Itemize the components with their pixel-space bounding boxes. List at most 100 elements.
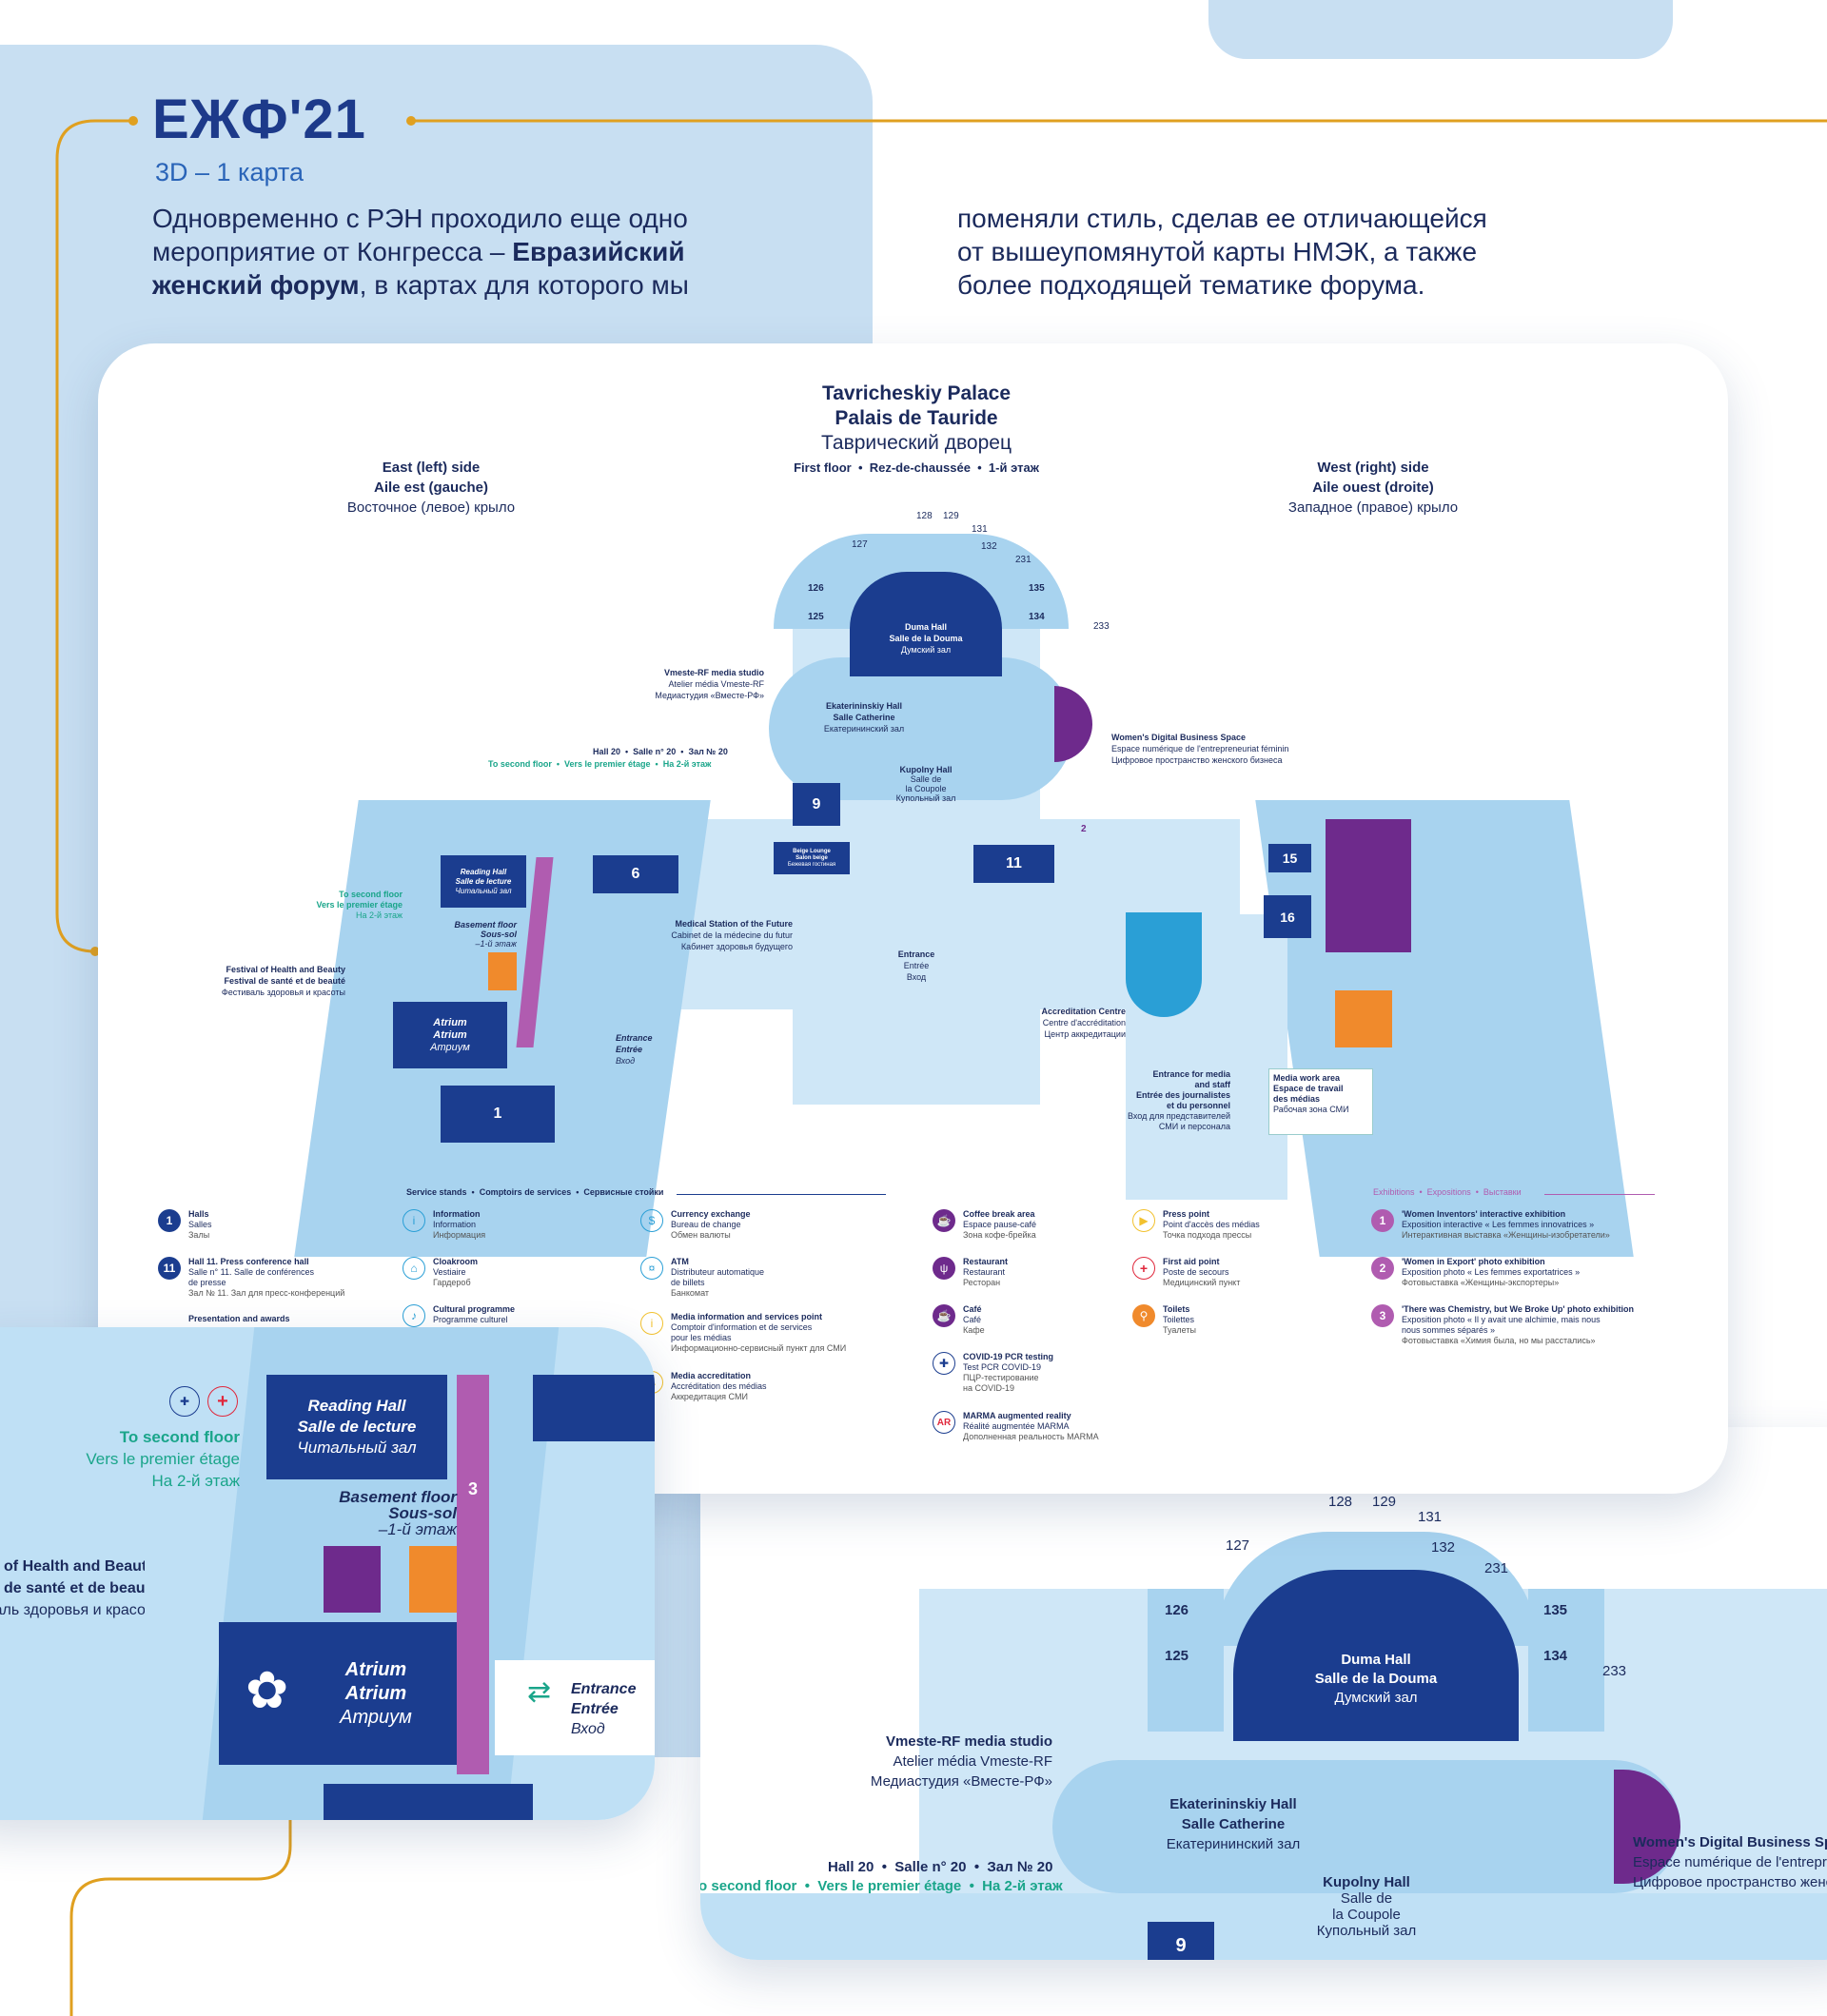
cloak-ru: Гардероб bbox=[433, 1278, 471, 1287]
entrance-center-fr: Entrée bbox=[903, 961, 930, 970]
marma-ru: Дополненная реальность MARMA bbox=[963, 1432, 1099, 1441]
atm-fr2: de billets bbox=[671, 1278, 705, 1287]
medical-ru: Кабинет здоровья будущего bbox=[680, 942, 793, 951]
beige-ru: Бежевая гостиная bbox=[787, 861, 836, 868]
vmeste-ru: Медиастудия «Вместе-РФ» bbox=[655, 691, 764, 700]
zoom-fest-en: Festival of Health and Beauty bbox=[0, 1558, 145, 1575]
cloak-fr: Vestiaire bbox=[433, 1267, 466, 1277]
media-ent-ru2: СМИ и персонала bbox=[1158, 1122, 1230, 1131]
zoom-ekat-en: Ekaterininskiy Hall bbox=[1169, 1796, 1297, 1812]
basement-en: Basement floor bbox=[454, 920, 517, 930]
zoom-basement-ru: –1-й этаж bbox=[378, 1520, 457, 1538]
intro-line-2-text: мероприятие от Конгресса – bbox=[152, 237, 513, 266]
media-ent-fr1: Entrée des journalistes bbox=[1135, 1090, 1230, 1100]
zoom-room-134: 134 bbox=[1543, 1648, 1568, 1664]
info-fr: Information bbox=[433, 1220, 477, 1229]
room-1: 1 bbox=[441, 1086, 555, 1143]
room-233: 233 bbox=[1093, 621, 1110, 632]
fest-en: Festival of Health and Beauty bbox=[226, 965, 345, 974]
wdbs-en: Women's Digital Business Space bbox=[1111, 733, 1247, 742]
basement-label: Basement floor Sous-sol –1-й этаж bbox=[441, 920, 517, 949]
zoom-room-135: 135 bbox=[1543, 1602, 1568, 1618]
zoom-kupol-fr2: la Coupole bbox=[1332, 1907, 1401, 1923]
background-panel-top-right bbox=[1208, 0, 1673, 59]
main-map-card: Tavricheskiy Palace Palais de Tauride Та… bbox=[98, 343, 1728, 1494]
zoom-room-126: 126 bbox=[1165, 1602, 1189, 1618]
accr-fr: Centre d'accréditation bbox=[1042, 1018, 1126, 1028]
toilets-fr: Toilettes bbox=[1163, 1315, 1195, 1324]
zoom-room-233: 233 bbox=[1602, 1663, 1627, 1679]
restaurant-ru: Ресторан bbox=[963, 1278, 1001, 1287]
room-131: 131 bbox=[972, 524, 988, 535]
room-135: 135 bbox=[1029, 583, 1045, 594]
mediaacc-fr: Accréditation des médias bbox=[671, 1381, 767, 1391]
zoom-room-131: 131 bbox=[1418, 1509, 1443, 1525]
vmeste-label: Vmeste-RF media studio Atelier média Vme… bbox=[555, 667, 764, 701]
restaurant-fr: Restaurant bbox=[963, 1267, 1006, 1277]
toilets-block-right bbox=[1335, 990, 1392, 1047]
restaurant-icon: ψ bbox=[933, 1257, 955, 1280]
covid-en: COVID-19 PCR testing bbox=[963, 1352, 1054, 1361]
zoom-room-128: 128 bbox=[1328, 1494, 1353, 1510]
zoom-covid-icon: ✚ bbox=[169, 1386, 200, 1417]
accr-en: Accreditation Centre bbox=[1041, 1007, 1126, 1016]
zoom-duma-fr: Salle de la Douma bbox=[1314, 1671, 1438, 1687]
accreditation-block bbox=[1126, 912, 1202, 1017]
info-en: Information bbox=[433, 1209, 481, 1219]
media-ent-fr2: et du personnel bbox=[1166, 1101, 1230, 1110]
room-126: 126 bbox=[808, 583, 824, 594]
zoom-room-125: 125 bbox=[1165, 1648, 1189, 1664]
zoom-entrance-ru: Вход bbox=[571, 1721, 605, 1737]
medical-en: Medical Station of the Future bbox=[675, 919, 793, 929]
ex1-en: 'Women Inventors' interactive exhibition bbox=[1402, 1209, 1566, 1219]
covid-fr: Test PCR COVID-19 bbox=[963, 1362, 1042, 1372]
zoom-wdbs-fr: Espace numérique de l'entrepreneuriat fé… bbox=[1633, 1854, 1827, 1870]
beige-fr: Salon beige bbox=[796, 854, 828, 861]
festival-label: Festival of Health and Beauty Festival d… bbox=[174, 964, 345, 998]
zoom-to2nd-en: To second floor bbox=[119, 1428, 240, 1446]
halls-en: Halls bbox=[188, 1209, 209, 1219]
coffee-en: Coffee break area bbox=[963, 1209, 1035, 1219]
medical-fr: Cabinet de la médecine du futur bbox=[671, 930, 793, 940]
covid-ru1: ПЦР-тестирование bbox=[963, 1373, 1039, 1382]
kupol-en: Kupolny Hall bbox=[899, 765, 953, 774]
reading-fr: Salle de lecture bbox=[455, 876, 512, 886]
zoom-reading-ru: Читальный зал bbox=[297, 1439, 417, 1457]
zoom-room-129: 129 bbox=[1372, 1494, 1397, 1510]
atm-fr1: Distributeur automatique bbox=[671, 1267, 765, 1277]
toilets-icon: ⚲ bbox=[1132, 1304, 1155, 1327]
vmeste-fr: Atelier média Vmeste-RF bbox=[668, 679, 764, 689]
east-side-label: East (left) side Aile est (gauche) Восто… bbox=[307, 458, 555, 518]
room-125: 125 bbox=[808, 612, 824, 622]
restaurant-en: Restaurant bbox=[963, 1257, 1009, 1266]
exhib-heading: Exhibitions • Expositions • Выставки bbox=[1373, 1187, 1522, 1197]
zoom-wdbs-en: Women's Digital Business Space bbox=[1633, 1834, 1827, 1850]
east-fr: Aile est (gauche) bbox=[373, 480, 489, 496]
cultural-en: Cultural programme bbox=[433, 1304, 516, 1314]
basement-ru: –1-й этаж bbox=[475, 939, 517, 949]
media-ent-en2: and staff bbox=[1194, 1080, 1230, 1089]
coffee-ru: Зона кофе-брейка bbox=[963, 1230, 1036, 1240]
zoom-vmeste-en: Vmeste-RF media studio bbox=[885, 1733, 1052, 1750]
zoom-kupol-fr1: Salle de bbox=[1340, 1890, 1393, 1907]
intro-line-2-bold: Евразийский bbox=[512, 237, 685, 266]
intro-right-line-1: поменяли стиль, сделав ее отличающейся bbox=[957, 204, 1487, 233]
currency-fr: Bureau de change bbox=[671, 1220, 741, 1229]
zoom-duma-ru: Думский зал bbox=[1334, 1690, 1418, 1706]
media-ent-ru1: Вход для представителей bbox=[1127, 1111, 1230, 1121]
intro-line-2: мероприятие от Конгресса – Евразийский bbox=[152, 235, 761, 268]
zoom-ekat-fr: Salle Catherine bbox=[1181, 1816, 1286, 1832]
room-132: 132 bbox=[981, 541, 997, 552]
entrance-center-en: Entrance bbox=[897, 949, 935, 959]
zoom-kupol-en: Kupolny Hall bbox=[1323, 1874, 1410, 1890]
zoom-wdbs-ru: Цифровое пространство женского бизнеса bbox=[1633, 1874, 1827, 1890]
cloakroom-icon: ⌂ bbox=[403, 1257, 425, 1280]
